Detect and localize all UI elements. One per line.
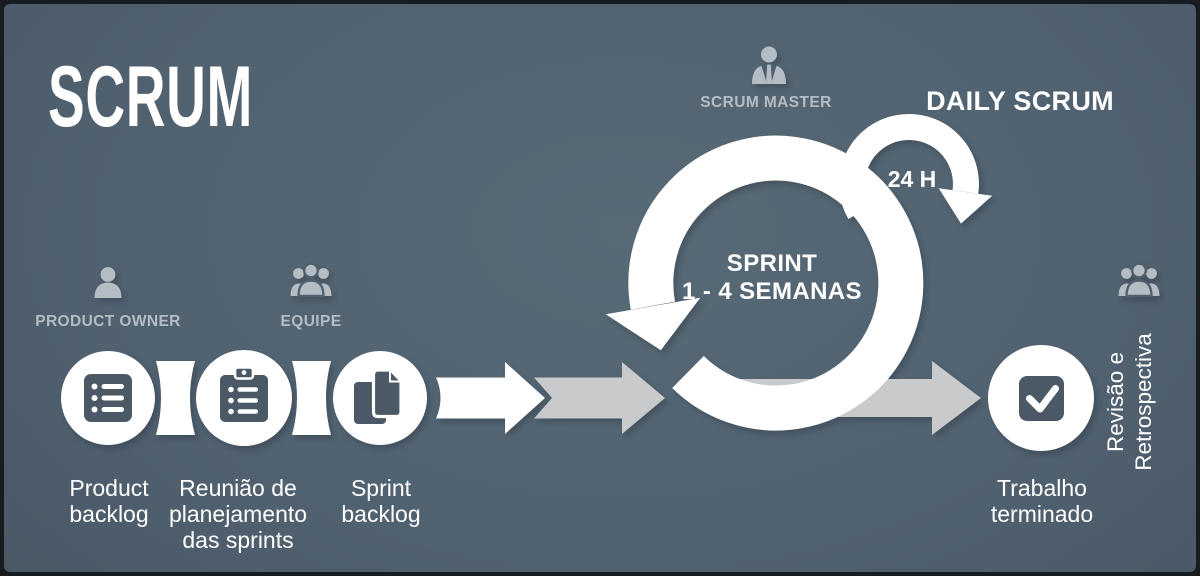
daily-interval-label: 24 H — [887, 166, 937, 192]
connector — [156, 361, 195, 435]
people-icon — [290, 262, 332, 298]
step-label-planning-meeting: Reunião de planejamento das sprints — [168, 475, 308, 553]
flow-arrow-white — [436, 362, 545, 434]
step-label-product-backlog: Product backlog — [69, 475, 149, 527]
sprint-duration-label: SPRINT 1 - 4 SEMANAS — [682, 250, 862, 305]
scrum-master-label: SCRUM MASTER — [700, 94, 832, 111]
daily-scrum-label: DAILY SCRUM — [926, 86, 1114, 116]
equipe-label: EQUIPE — [280, 313, 342, 330]
review-retrospective-label: Revisão e Retrospectiva — [1103, 333, 1157, 471]
person-tie-icon — [752, 46, 786, 84]
page-title: SCRUM — [48, 48, 368, 147]
step-label-finished-work: Trabalho terminado — [990, 475, 1094, 527]
clipboard-icon — [220, 366, 268, 422]
page-title-text: SCRUM — [48, 49, 254, 145]
list-icon — [84, 374, 132, 422]
daily-loop-arrow — [838, 114, 993, 224]
connector — [292, 361, 331, 435]
check-icon — [1019, 376, 1064, 421]
step-label-sprint-backlog: Sprint backlog — [341, 475, 421, 527]
product-owner-label: PRODUCT OWNER — [35, 313, 181, 330]
documents-icon — [354, 367, 404, 424]
people-icon — [1117, 262, 1161, 298]
diagram-shapes — [61, 46, 1161, 451]
person-icon — [94, 267, 122, 298]
flow-arrow-gray-1 — [534, 362, 665, 434]
sprint-loop-arrow — [605, 135, 924, 431]
